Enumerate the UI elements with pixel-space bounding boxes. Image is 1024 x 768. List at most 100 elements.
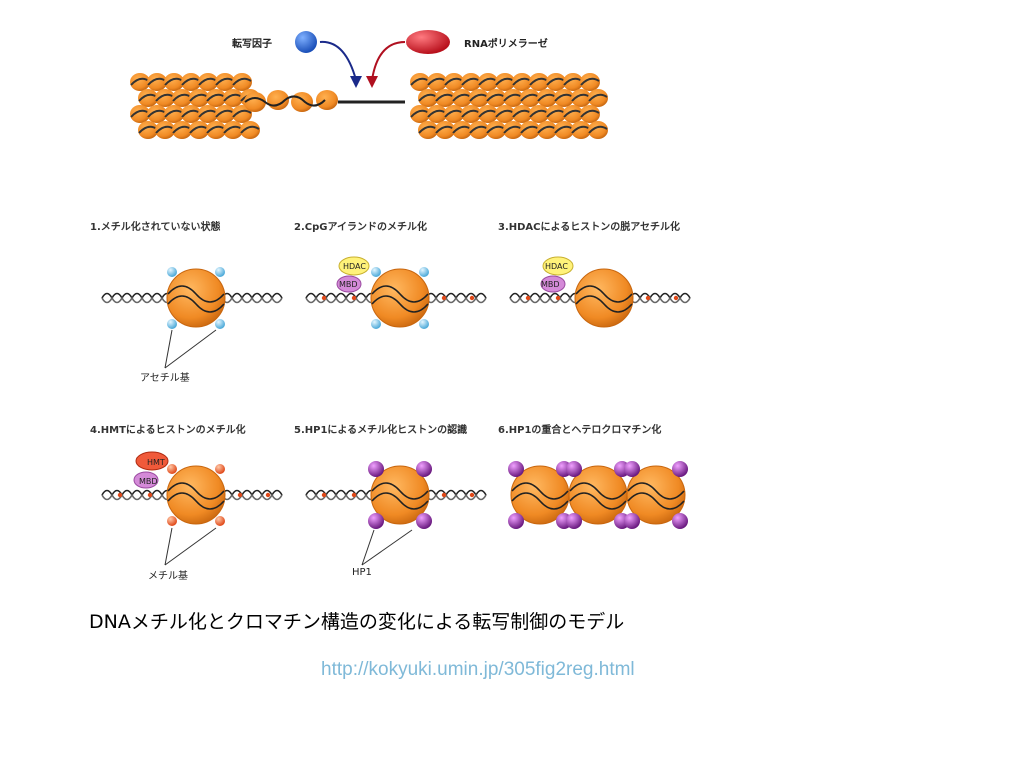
nucleosome <box>435 121 455 139</box>
hp1-pointer-lines <box>361 529 413 566</box>
condensed-chromatin-right <box>410 73 608 139</box>
nucleosome <box>554 89 574 107</box>
nucleosome <box>189 89 209 107</box>
rna-polymerase-label: RNAポリメラーゼ <box>464 39 548 50</box>
nucleosome <box>503 89 523 107</box>
nucleosome <box>427 105 447 123</box>
nucleosome <box>138 89 158 107</box>
nucleosome <box>206 89 226 107</box>
figure-caption: DNAメチル化とクロマチン構造の変化による転写制御のモデル <box>89 611 625 633</box>
methyl-group <box>215 464 225 474</box>
nucleosome <box>469 121 489 139</box>
panel-1-title: 1.メチル化されていない状態 <box>90 222 221 233</box>
nucleosome <box>418 89 438 107</box>
cpg-methyl-mark <box>645 295 651 301</box>
nucleosome <box>478 105 498 123</box>
panel-2-title: 2.CpGアイランドのメチル化 <box>294 222 427 233</box>
nucleosome <box>172 89 192 107</box>
nucleosome <box>240 121 260 139</box>
hp1-protein <box>368 461 384 477</box>
hp1-protein <box>368 513 384 529</box>
panel-3-graphic <box>509 256 691 328</box>
nucleosome <box>520 89 540 107</box>
nucleosome <box>495 73 515 91</box>
nucleosome <box>588 89 608 107</box>
acetyl-group <box>371 319 381 329</box>
hdac-label-panel3: HDAC <box>545 262 568 271</box>
methyl-pointer-lines <box>164 527 217 566</box>
nucleosome <box>410 105 430 123</box>
top-chromatin-diagram <box>130 30 608 139</box>
nucleosome <box>189 121 209 139</box>
nucleosome <box>164 73 184 91</box>
nucleosome <box>232 105 252 123</box>
nucleosome <box>427 73 447 91</box>
hdac-enzyme <box>542 256 574 276</box>
nucleosome <box>495 105 515 123</box>
cpg-methyl-mark <box>525 295 531 301</box>
panel-5-title: 5.HP1によるメチル化ヒストンの認識 <box>294 425 468 436</box>
cpg-methyl-mark <box>237 492 243 498</box>
panel-2-graphic <box>305 256 487 329</box>
nucleosome <box>478 73 498 91</box>
panel-1-graphic <box>101 267 283 329</box>
nucleosome <box>130 105 150 123</box>
nucleosome <box>486 89 506 107</box>
nucleosome <box>172 121 192 139</box>
nucleosome <box>469 89 489 107</box>
panel-4-graphic <box>101 451 283 526</box>
nucleosome <box>563 73 583 91</box>
nucleosome <box>206 121 226 139</box>
methyl-group-label: メチル基 <box>148 571 188 582</box>
nucleosome <box>130 73 150 91</box>
nucleosome <box>546 73 566 91</box>
hmt-label-panel4: HMT <box>147 458 165 467</box>
nucleosome <box>486 121 506 139</box>
nucleosome <box>435 89 455 107</box>
nucleosome <box>529 73 549 91</box>
nucleosome <box>138 121 158 139</box>
condensed-chromatin-left <box>130 73 260 139</box>
panel-3-title: 3.HDACによるヒストンの脱アセチル化 <box>498 222 681 233</box>
acetyl-pointer-lines <box>164 329 217 369</box>
rna-polymerase <box>366 30 450 88</box>
nucleosome <box>580 105 600 123</box>
acetyl-group <box>167 319 177 329</box>
nucleosome <box>147 105 167 123</box>
nucleosome <box>198 73 218 91</box>
nucleosome <box>452 89 472 107</box>
nucleosome <box>198 105 218 123</box>
nucleosome <box>215 105 235 123</box>
acetyl-group <box>215 319 225 329</box>
source-link[interactable]: http://kokyuki.umin.jp/305fig2reg.html <box>321 659 635 680</box>
methyl-group <box>167 464 177 474</box>
mbd-label-panel2: MBD <box>339 280 358 289</box>
cpg-methyl-mark <box>321 295 327 301</box>
mbd-protein <box>336 275 362 293</box>
acetyl-group-label: アセチル基 <box>140 373 190 384</box>
cpg-methyl-mark <box>147 492 153 498</box>
cpg-methyl-mark <box>117 492 123 498</box>
transcription-factor <box>295 31 362 88</box>
hp1-label: HP1 <box>352 567 372 578</box>
nucleosome <box>461 105 481 123</box>
cpg-methyl-mark <box>351 295 357 301</box>
nucleosome <box>444 73 464 91</box>
nucleosome <box>410 73 430 91</box>
nucleosome <box>147 73 167 91</box>
mbd-label-panel4: MBD <box>139 477 158 486</box>
hp1-protein <box>566 513 582 529</box>
nucleosome <box>563 105 583 123</box>
hp1-protein <box>508 513 524 529</box>
hp1-protein <box>624 461 640 477</box>
nucleosome <box>232 73 252 91</box>
nucleosome <box>155 121 175 139</box>
methyl-group <box>215 516 225 526</box>
nucleosome <box>571 121 591 139</box>
panel-6-graphic <box>508 461 688 529</box>
nucleosome <box>444 105 464 123</box>
nucleosome <box>546 105 566 123</box>
acetyl-group <box>371 267 381 277</box>
nucleosome <box>461 73 481 91</box>
nucleosome <box>215 73 235 91</box>
